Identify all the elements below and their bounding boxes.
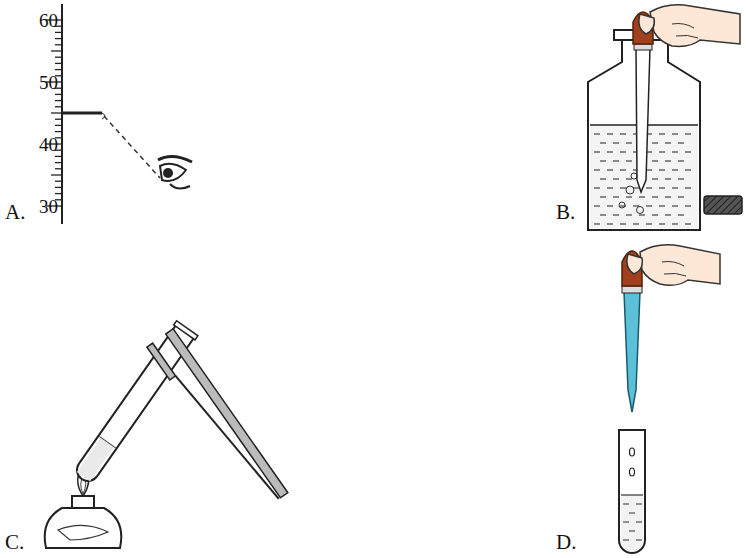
option-letter: C. — [5, 532, 24, 553]
eye — [104, 116, 192, 189]
hand — [639, 5, 740, 47]
scale-number: 40 — [28, 135, 58, 154]
scale-number: 50 — [28, 73, 58, 92]
scale-number: 30 — [28, 197, 58, 216]
dropper — [633, 12, 653, 192]
option-letter: B. — [556, 202, 575, 223]
scale-number: 60 — [28, 11, 58, 30]
reagent-bottle — [588, 30, 700, 230]
graduated-cylinder — [46, 4, 105, 224]
test-tube — [619, 430, 645, 553]
bottle-stopper — [704, 196, 742, 214]
option-letter: A. — [5, 202, 25, 223]
dropper — [622, 251, 642, 412]
option-letter: D. — [556, 532, 576, 553]
hand — [627, 245, 720, 285]
test-tube-holder — [147, 329, 288, 511]
